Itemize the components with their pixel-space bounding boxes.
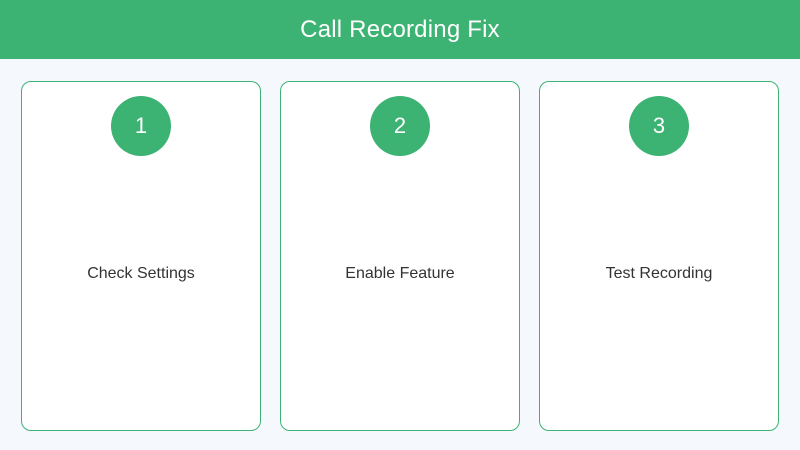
steps-row: 1 Check Settings 2 Enable Feature 3 Test… [21,81,779,431]
step-number-badge-1: 1 [111,96,171,156]
step-card-2[interactable]: 2 Enable Feature [280,81,520,431]
step-number-badge-3: 3 [629,96,689,156]
step-label-1: Check Settings [87,265,195,282]
step-card-1[interactable]: 1 Check Settings [21,81,261,431]
page-title: Call Recording Fix [300,15,500,43]
step-label-2: Enable Feature [345,265,455,282]
header-bar: Call Recording Fix [0,0,800,59]
step-card-3[interactable]: 3 Test Recording [539,81,779,431]
step-number-badge-2: 2 [370,96,430,156]
step-label-3: Test Recording [605,265,713,282]
step-number-3: 3 [652,113,666,138]
step-number-2: 2 [393,113,407,138]
step-number-1: 1 [134,113,148,138]
